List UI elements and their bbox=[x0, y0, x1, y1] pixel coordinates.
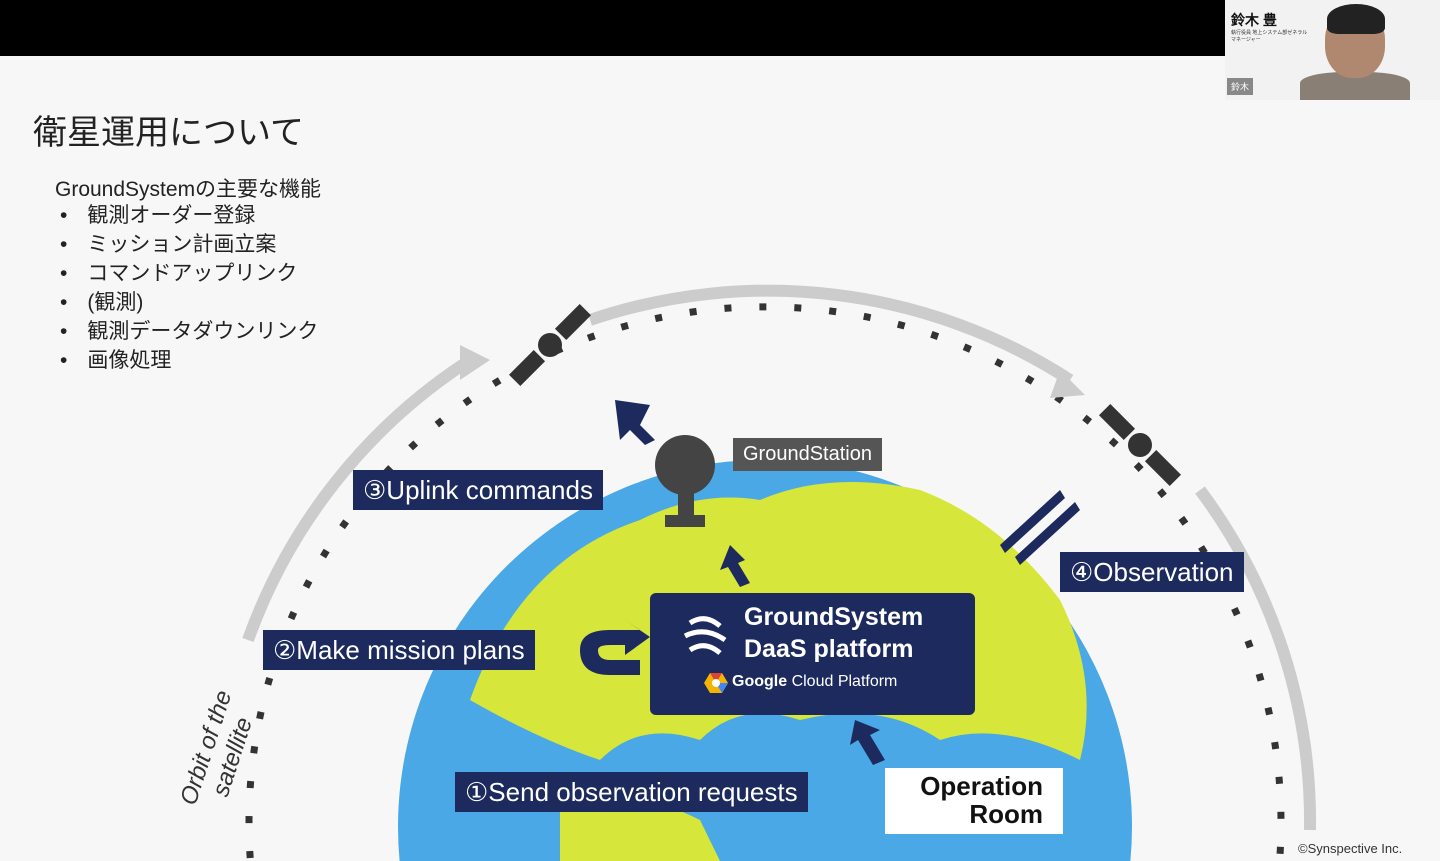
video-top-bar bbox=[0, 0, 1225, 56]
step2-label: ②Make mission plans bbox=[263, 630, 535, 670]
list-item: ミッション計画立案 bbox=[60, 230, 318, 259]
step1-label: ①Send observation requests bbox=[455, 772, 808, 812]
orbit-arrow-top bbox=[588, 284, 1074, 386]
presenter-tag: 鈴木 bbox=[1227, 78, 1254, 95]
synspective-logo-icon bbox=[683, 616, 727, 655]
gcp-google: Google bbox=[732, 673, 788, 690]
operation-room-box: Operation Room bbox=[885, 768, 1063, 834]
presenter-video[interactable]: 鈴木 豊 執行役員 地上システム部ゼネラルマネージャー 鈴木 bbox=[1225, 0, 1440, 100]
uplink-arrow bbox=[615, 400, 655, 445]
request-arrow bbox=[850, 720, 885, 765]
satellite-icon-left bbox=[508, 303, 592, 387]
orbit-arrow-right bbox=[1195, 486, 1317, 831]
orbit-dotted bbox=[245, 303, 1285, 859]
step4-label: ④Observation bbox=[1060, 552, 1244, 592]
function-list: 観測オーダー登録 ミッション計画立案 コマンドアップリンク (観測) 観測データ… bbox=[60, 201, 318, 375]
ground-station-label: GroundStation bbox=[733, 438, 882, 471]
list-item: 観測オーダー登録 bbox=[60, 201, 318, 230]
arrows bbox=[580, 400, 1080, 765]
step3-label: ③Uplink commands bbox=[353, 470, 603, 510]
gcp-label: Google Cloud Platform bbox=[732, 673, 897, 691]
observation-arrow-down bbox=[1015, 502, 1080, 565]
operation-room-line2: Room bbox=[969, 799, 1043, 829]
list-item: コマンドアップリンク bbox=[60, 259, 318, 288]
slide-title: 衛星運用について bbox=[33, 114, 304, 152]
ground-antenna-icon bbox=[655, 435, 715, 527]
copyright: ©Synspective Inc. bbox=[1298, 841, 1403, 856]
observation-arrow-up bbox=[1000, 490, 1065, 553]
loop-arrow bbox=[580, 620, 650, 675]
list-item: (観測) bbox=[60, 288, 318, 317]
satellite-icon-right bbox=[1098, 403, 1182, 487]
orbit-arrow-left bbox=[242, 354, 474, 643]
platform-to-station-arrow bbox=[720, 545, 750, 587]
operation-room-line1: Operation bbox=[920, 771, 1043, 801]
presenter-role: 執行役員 地上システム部ゼネラルマネージャー bbox=[1231, 30, 1308, 43]
platform-title-1: GroundSystem bbox=[744, 603, 924, 631]
list-item: 画像処理 bbox=[60, 346, 318, 375]
presenter-hair bbox=[1327, 4, 1385, 34]
slide-subtitle: GroundSystemの主要な機能 bbox=[55, 178, 322, 201]
list-item: 観測データダウンリンク bbox=[60, 317, 318, 346]
platform-title-2: DaaS platform bbox=[744, 635, 914, 663]
groundsystem-platform-box: GroundSystem DaaS platform Google Cloud … bbox=[650, 593, 975, 715]
gcp-cloud-platform: Cloud Platform bbox=[791, 673, 898, 690]
gcp-logo-icon bbox=[704, 673, 728, 693]
presenter-name: 鈴木 豊 bbox=[1231, 12, 1277, 28]
